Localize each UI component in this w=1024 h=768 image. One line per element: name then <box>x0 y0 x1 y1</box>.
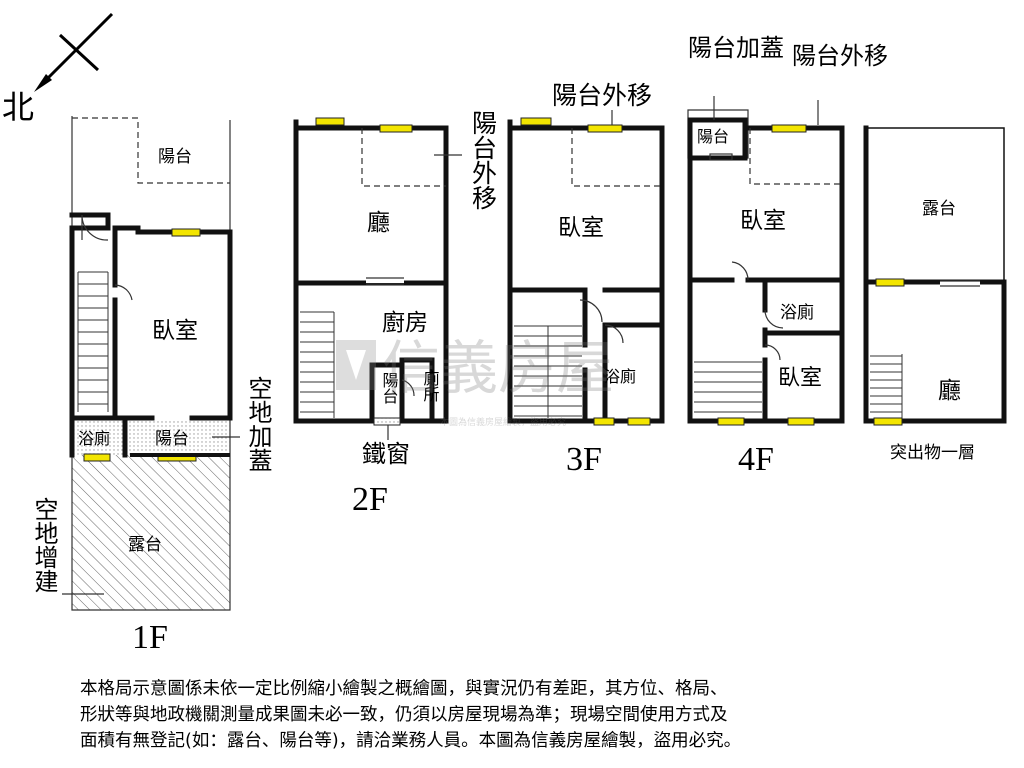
f4-floor-label: 4F <box>738 441 774 478</box>
f3-bedroom-label: 臥室 <box>558 215 604 241</box>
f1-stairs <box>77 271 109 412</box>
f2-floor-label: 2F <box>352 481 388 518</box>
watermark-small-text: 本圖為信義房屋繪製，盜用必究 <box>440 416 566 428</box>
f1-walls <box>69 212 233 458</box>
f2-note-iron-window: 鐵窗 <box>362 440 410 468</box>
floor-4f: 陽台 陽台加蓋 陽台外移 臥室 浴廁 臥室 4F <box>687 34 888 478</box>
f2-note-balcony-moved: 陽台外移 <box>469 110 498 210</box>
watermark-brand: 信義房屋 <box>382 334 614 402</box>
f3-door-swing-icon <box>579 299 624 344</box>
f3-floor-label: 3F <box>566 441 602 478</box>
floor-plan-diagram: 北 陽台 臥室 浴廁 陽台 露台 空地加蓋 空地增建 1F <box>2 12 1007 656</box>
window-icon <box>717 417 745 426</box>
f1-terrace-label: 露台 <box>128 535 162 555</box>
f3-walls <box>507 119 665 424</box>
f2-balcony-dash <box>361 128 446 187</box>
roof-floor-label: 突出物一層 <box>890 443 975 463</box>
disclaimer-line: 本格局示意圖係未依一定比例縮小繪製之概繪圖，與實況仍有差距，其方位、格局、 <box>80 679 728 699</box>
watermark: 信義房屋 本圖為信義房屋繪製，盜用必究 <box>336 334 614 428</box>
f1-balcony-dash <box>72 117 230 184</box>
f4-walls <box>687 125 845 424</box>
f3-note-balcony-moved: 陽台外移 <box>552 81 652 110</box>
covered-area-dots <box>72 420 230 455</box>
floor-1f: 陽台 臥室 浴廁 陽台 露台 空地加蓋 空地增建 1F <box>30 116 272 656</box>
north-label: 北 <box>2 89 34 125</box>
f1-door-swing-icon <box>81 214 109 241</box>
iron-window-icon <box>373 417 401 426</box>
window-icon <box>875 278 905 287</box>
roof-walls <box>863 125 1007 424</box>
window-icon <box>593 417 615 426</box>
window-icon <box>171 228 201 237</box>
f1-balcony-label: 陽台 <box>158 147 192 167</box>
f4-stairs <box>694 361 762 413</box>
compass: 北 <box>2 12 114 125</box>
disclaimer-line: 面積有無登記(如：露台、陽台等)，請洽業務人員。本圖為信義房屋繪製，盜用必究。 <box>80 731 742 751</box>
f2-hall-label: 廳 <box>367 210 390 236</box>
f2-kitchen-label: 廚房 <box>382 310 428 336</box>
f1-bathroom-label: 浴廁 <box>78 429 110 448</box>
f4-balcony-dash <box>749 128 842 185</box>
f1-bedroom-label: 臥室 <box>152 318 198 344</box>
window-icon <box>873 417 903 426</box>
roof-hall-label: 廳 <box>938 378 961 404</box>
disclaimer: 本格局示意圖係未依一定比例縮小繪製之概繪圖，與實況仍有差距，其方位、格局、 形狀… <box>80 676 960 754</box>
brand-logo-icon <box>336 340 376 390</box>
f4-door-swing-icon <box>731 261 784 361</box>
f2-balcony-label: 陽台 <box>380 372 399 404</box>
f1-floor-label: 1F <box>132 619 168 656</box>
window-icon <box>587 124 623 133</box>
window-icon <box>787 417 815 426</box>
f1-note-vacant-cover: 空地加蓋 <box>244 376 272 472</box>
compass-arrow-line <box>44 12 114 82</box>
f3-balcony-dash <box>571 128 662 187</box>
roof-terrace-label: 露台 <box>922 199 956 219</box>
window-icon <box>771 124 807 133</box>
disclaimer-line: 形狀等與地政機關測量成果圖未必一致，仍須以房屋現場為準；現場空間使用方式及 <box>80 705 728 725</box>
window-icon <box>520 117 552 126</box>
compass-cross-line <box>58 33 100 72</box>
window-icon <box>627 417 651 426</box>
f4-bathroom-label: 浴廁 <box>780 302 814 323</box>
f1-note-vacant-extension: 空地增建 <box>30 497 58 593</box>
f3-bathroom-label: 浴廁 <box>604 367 636 386</box>
f1-balcony2-label: 陽台 <box>155 429 189 449</box>
f4-bedroom2-label: 臥室 <box>778 366 822 391</box>
roof-outer-line <box>865 127 1005 423</box>
f2-stairs <box>300 311 335 418</box>
f1-door2-swing-icon <box>114 284 133 301</box>
window-icon <box>709 153 733 161</box>
compass-arrow-head-icon <box>34 74 52 92</box>
f2-door-swing-icon <box>401 379 415 397</box>
f4-note-balcony-moved: 陽台外移 <box>792 42 888 70</box>
window-icon <box>315 117 345 126</box>
f4-note-balcony-cover: 陽台加蓋 <box>688 34 784 62</box>
f3-stairs <box>514 325 582 418</box>
roof-stairs <box>870 354 903 418</box>
f4-balcony-walls <box>687 117 748 161</box>
window-icon <box>83 453 111 462</box>
f4-bedroom-label: 臥室 <box>740 208 786 234</box>
floor-3f: 陽台外移 臥室 浴廁 3F <box>507 81 665 478</box>
floor-2f: 陽台外移 廳 廚房 陽台 廁所 鐵窗 2F <box>293 110 498 518</box>
f2-toilet-label: 廁所 <box>421 369 440 402</box>
floor-roof: 露台 廳 突出物一層 <box>863 125 1007 463</box>
f2-toilet-walls <box>369 357 435 424</box>
f4-balcony-label: 陽台 <box>697 127 729 146</box>
window-icon <box>379 124 413 133</box>
